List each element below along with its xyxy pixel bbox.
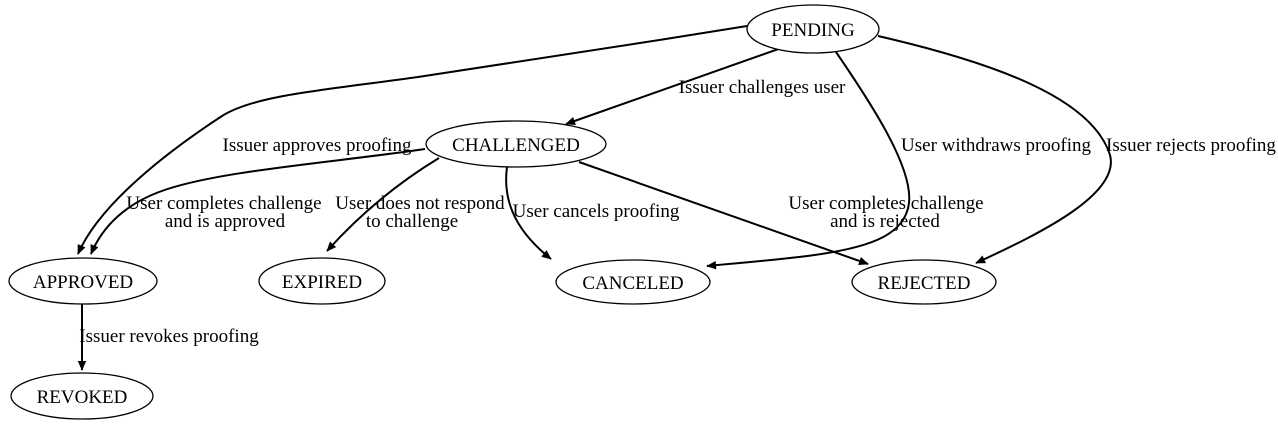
node-challenged: CHALLENGED: [425, 120, 607, 168]
node-expired: EXPIRED: [258, 257, 386, 305]
edge-challenged-approved-path: [90, 148, 426, 255]
node-rejected: REJECTED: [851, 259, 997, 305]
edge-pending-rejected-path: [877, 35, 1112, 264]
edge-label-issuer-rejects-proofing: Issuer rejects proofing: [1106, 135, 1276, 156]
node-approved-label: APPROVED: [33, 272, 133, 293]
node-expired-shape: [258, 257, 386, 305]
edge-label-user-completes-challenge-rejected-line1: User completes challenge: [788, 193, 983, 214]
edge-pending-canceled-path: [706, 51, 911, 270]
node-canceled: CANCELED: [555, 259, 711, 305]
edge-pending-approved-path: [77, 25, 748, 255]
node-revoked-shape: [10, 372, 154, 420]
edge-challenged-rejected-path: [578, 161, 869, 265]
edge-label-issuer-approves-proofing: Issuer approves proofing: [223, 135, 412, 156]
node-expired-label: EXPIRED: [282, 272, 362, 293]
node-pending-shape: [746, 4, 880, 54]
node-pending-label: PENDING: [771, 20, 855, 41]
node-revoked: REVOKED: [10, 372, 154, 420]
node-pending: PENDING: [746, 4, 880, 54]
edges-layer: [77, 25, 1112, 371]
node-challenged-shape: [425, 120, 607, 168]
edge-label-user-cancels-proofing: User cancels proofing: [513, 201, 680, 222]
edge-label-user-does-not-respond-line2: to challenge: [366, 211, 458, 232]
edge-label-user-completes-challenge-approved-line1: User completes challenge: [126, 193, 321, 214]
node-approved-shape: [8, 257, 158, 305]
edge-label-issuer-revokes-proofing: Issuer revokes proofing: [79, 326, 259, 347]
edge-label-user-completes-challenge-approved-line2: and is approved: [165, 211, 286, 232]
edge-challenged-canceled-path: [505, 166, 552, 260]
node-canceled-shape: [555, 259, 711, 305]
node-canceled-label: CANCELED: [582, 273, 683, 294]
edge-labels-layer: Issuer challenges user Issuer approves p…: [79, 77, 1276, 347]
edge-challenged-expired-path: [326, 157, 440, 252]
edge-label-issuer-challenges-user: Issuer challenges user: [679, 77, 846, 98]
edge-pending-challenged-path: [565, 45, 788, 125]
edge-label-user-withdraws-proofing: User withdraws proofing: [901, 135, 1091, 156]
edge-label-user-does-not-respond-line1: User does not respond: [335, 193, 505, 214]
node-rejected-shape: [851, 259, 997, 305]
node-approved: APPROVED: [8, 257, 158, 305]
node-rejected-label: REJECTED: [878, 273, 971, 294]
edge-label-user-completes-challenge-rejected-line2: and is rejected: [830, 211, 940, 232]
node-revoked-label: REVOKED: [37, 387, 128, 408]
nodes-layer: PENDING CHALLENGED APPROVED EXPIRED CANC…: [8, 4, 997, 420]
node-challenged-label: CHALLENGED: [452, 135, 580, 156]
